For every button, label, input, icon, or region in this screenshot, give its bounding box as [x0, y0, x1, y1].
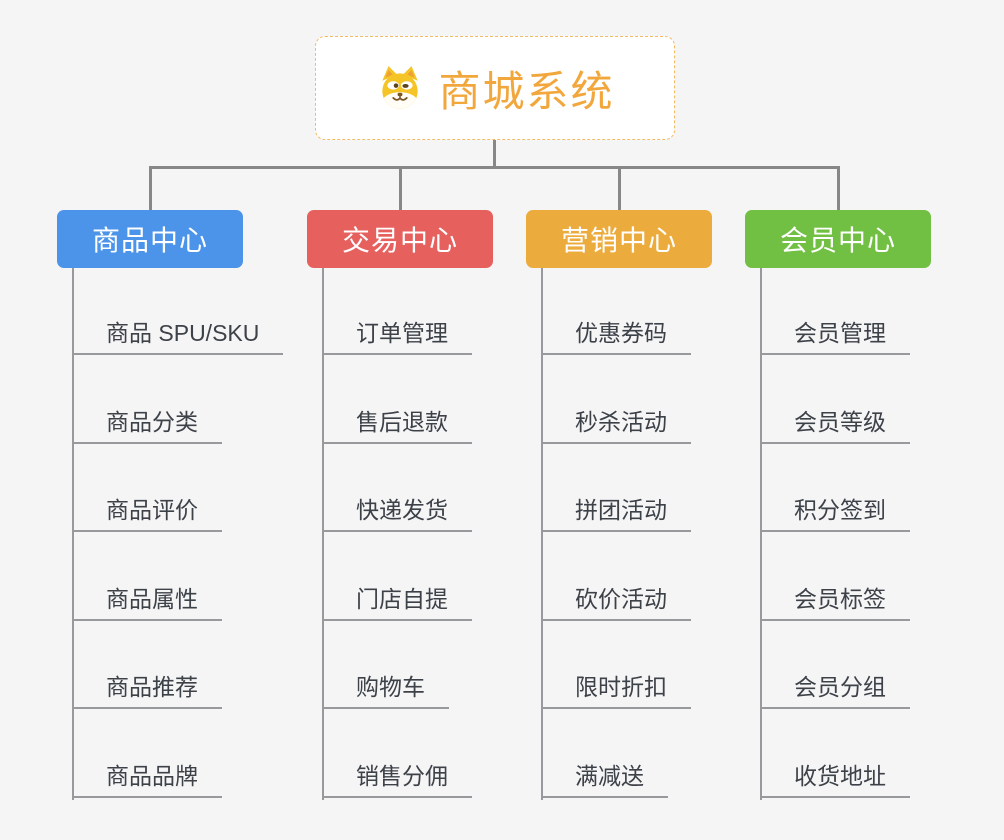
subtopic-node[interactable]: 订单管理	[322, 317, 472, 355]
subtopic-node[interactable]: 限时折扣	[541, 671, 691, 710]
trunk-line	[148, 166, 840, 169]
branch-node[interactable]: 商品中心	[57, 210, 243, 268]
root-stem-line	[492, 140, 496, 169]
subtopic-node[interactable]: 商品属性	[72, 583, 222, 621]
subtopic-node[interactable]: 门店自提	[322, 583, 472, 621]
branch-label: 营销中心	[560, 225, 677, 256]
subtopic-node[interactable]: 积分签到	[760, 494, 910, 533]
branch-label: 交易中心	[341, 225, 458, 256]
branch-drop-line	[836, 166, 840, 210]
branch-node[interactable]: 会员中心	[745, 210, 931, 268]
subtopic-node[interactable]: 拼团活动	[541, 494, 691, 533]
subtopic-node[interactable]: 快递发货	[322, 494, 472, 533]
subtopic-node[interactable]: 收货地址	[760, 760, 910, 798]
subtopic-node[interactable]: 秒杀活动	[541, 406, 691, 444]
branch-drop-line	[398, 166, 402, 210]
subtopic-node[interactable]: 优惠券码	[541, 317, 691, 355]
branch-drop-line	[148, 166, 152, 210]
subtopic-node[interactable]: 售后退款	[322, 406, 472, 444]
doge-icon	[382, 66, 419, 109]
branch-spine-line	[72, 268, 74, 800]
subtopic-node[interactable]: 商品 SPU/SKU	[72, 317, 284, 355]
branch-label: 会员中心	[779, 225, 896, 256]
subtopic-node[interactable]: 商品分类	[72, 406, 222, 444]
subtopic-node[interactable]: 满减送	[541, 760, 668, 798]
subtopic-node[interactable]: 会员管理	[760, 317, 910, 355]
subtopic-node[interactable]: 会员标签	[760, 583, 910, 621]
subtopic-node[interactable]: 销售分佣	[322, 760, 472, 798]
branch-drop-line	[617, 166, 621, 210]
branch-spine-line	[541, 268, 543, 800]
subtopic-node[interactable]: 会员分组	[760, 671, 910, 710]
subtopic-node[interactable]: 砍价活动	[541, 583, 691, 621]
branch-label: 商品中心	[91, 225, 208, 256]
subtopic-node[interactable]: 会员等级	[760, 406, 910, 444]
subtopic-node[interactable]: 购物车	[322, 671, 449, 710]
subtopic-node[interactable]: 商品推荐	[72, 671, 222, 710]
subtopic-node[interactable]: 商品评价	[72, 494, 222, 533]
branch-node[interactable]: 交易中心	[307, 210, 493, 268]
subtopic-node[interactable]: 商品品牌	[72, 760, 222, 798]
root-node[interactable]: 商城系统	[315, 36, 675, 140]
branch-node[interactable]: 营销中心	[526, 210, 712, 268]
root-title: 商城系统	[438, 67, 615, 115]
branch-spine-line	[322, 268, 324, 800]
branch-spine-line	[760, 268, 762, 800]
